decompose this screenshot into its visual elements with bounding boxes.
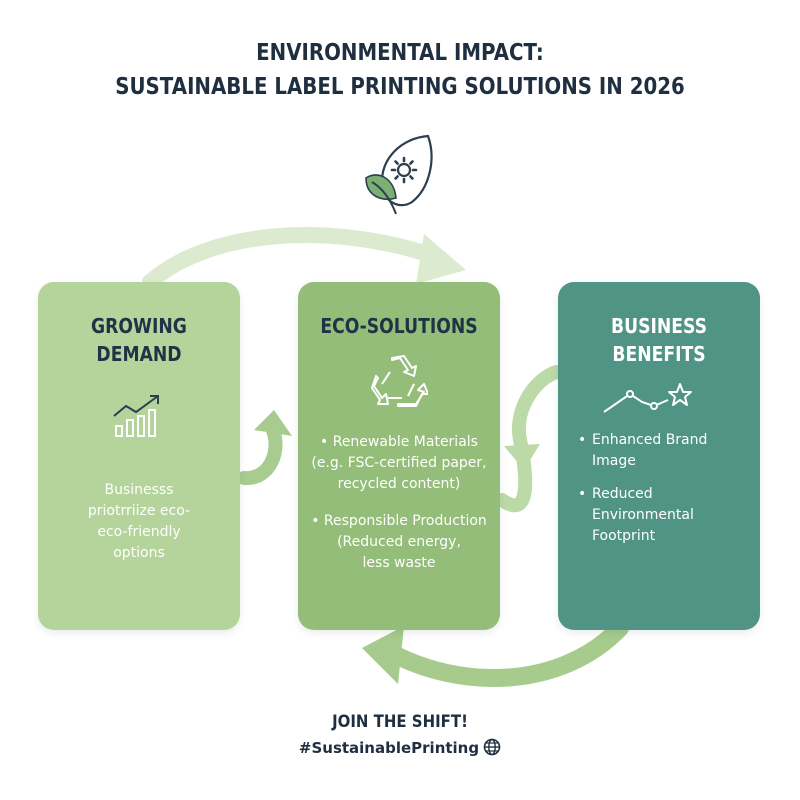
hashtag: #SustainablePrinting (0, 738, 800, 757)
leaf-gear-icon (365, 134, 433, 215)
hashtag-text: #SustainablePrinting (298, 739, 480, 757)
bullet-item: • Reduced Environmental Footprint (578, 484, 754, 547)
bullet-line: Image (592, 453, 636, 469)
bullet-line: less waste (362, 555, 436, 571)
card-bullets: • Enhanced Brand Image • Reduced Environ… (578, 430, 754, 559)
bullet-dot: • (578, 432, 587, 448)
card-title-line2: BENEFITS (612, 342, 706, 366)
gap-arrow-left (237, 421, 283, 485)
bullet-line: Environmental (592, 507, 694, 523)
call-to-action: JOIN THE SHIFT! (332, 712, 468, 732)
bottom-cycle-arrowhead (362, 626, 404, 684)
bullet-line: Footprint (592, 528, 656, 544)
text-line: options (113, 545, 165, 561)
trend-star-icon (603, 383, 692, 413)
bullet-item: • Renewable Materials (e.g. FSC-certifie… (310, 432, 488, 495)
bullet-line: Enhanced Brand (592, 432, 708, 448)
top-cycle-arrow (142, 227, 448, 290)
globe-icon (483, 738, 501, 756)
bullet-line: recycled content) (337, 476, 461, 492)
bullet-item: • Enhanced Brand Image (578, 430, 754, 472)
card-business-benefits: BUSINESS BENEFITS • Enhanced Brand Image… (558, 282, 760, 630)
card-title-line1: GROWING (91, 314, 187, 338)
card-bullets: • Renewable Materials (e.g. FSC-certifie… (310, 432, 488, 586)
gap-arrow-right-head (504, 444, 540, 470)
gap-arrow-right (495, 365, 563, 513)
page-title-line2: SUSTAINABLE LABEL PRINTING SOLUTIONS IN … (115, 74, 685, 100)
bullet-line: • Responsible Production (311, 513, 487, 529)
text-line: eco-friendly (97, 524, 181, 540)
bullet-dot: • (578, 486, 587, 502)
text-line: priotrriize eco- (87, 503, 191, 519)
bullet-item: • Responsible Production (Reduced energy… (310, 511, 488, 574)
card-eco-solutions: ECO-SOLUTIONS • Renewable Materials (e.g… (298, 282, 500, 630)
bullet-line: (e.g. FSC-certified paper, (311, 455, 487, 471)
top-cycle-arrowhead (416, 234, 466, 284)
text-line: Businesss (104, 482, 174, 498)
gap-arrow-left-head (254, 410, 292, 436)
bottom-cycle-arrow (381, 619, 629, 687)
card-description: Businesss priotrriize eco- eco-friendly … (50, 480, 228, 564)
bullet-line: • Renewable Materials (320, 434, 478, 450)
growth-chart-icon (113, 395, 159, 437)
card-growing-demand: GROWING DEMAND Businesss priotrriize eco… (38, 282, 240, 630)
card-title-line2: DEMAND (96, 342, 182, 366)
card-title-line1: BUSINESS (610, 314, 707, 338)
bullet-line: (Reduced energy, (337, 534, 461, 550)
recycle-icon (371, 355, 428, 407)
card-title: ECO-SOLUTIONS (320, 314, 478, 338)
bullet-line: Reduced (592, 486, 653, 502)
page-title-line1: ENVIRONMENTAL IMPACT: (256, 40, 544, 66)
